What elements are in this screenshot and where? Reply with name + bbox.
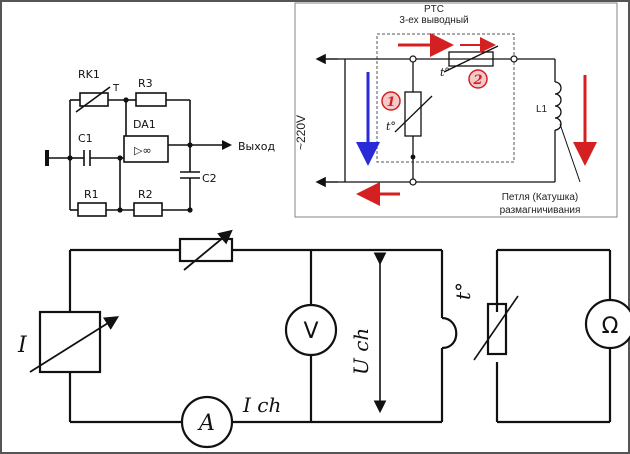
label-c1: C1 [78,132,93,145]
temp-label-2: t° [440,66,450,79]
label-r3: R3 [138,77,153,90]
badge-1 [381,91,401,111]
label-c2: C2 [202,172,217,185]
r3-resistor [135,92,167,107]
current-source [38,310,102,374]
ptc-enclosure [376,33,515,163]
ptc-panel [294,2,618,218]
label-r2: R2 [138,188,153,201]
ptc-element-2 [448,51,494,67]
thermistor [486,302,508,356]
source-label: I [17,333,28,358]
label-da1: DA1 [133,118,156,131]
voltage-label-uch: U ch [349,328,373,375]
current-label: I ch [242,393,281,417]
output-arrow [222,140,232,150]
ptc-element-1 [404,91,422,137]
r1-resistor [77,202,107,217]
label-t-mark: T [112,83,120,94]
opamp-symbol: ▷∞ [134,144,152,157]
da1-opamp [123,135,169,163]
coil-l1 [554,81,562,131]
ammeter [180,395,234,449]
r2-resistor [133,202,163,217]
ptc-subtitle: 3-ех выводный [399,15,468,26]
voltmeter-symbol: V [303,319,318,344]
temp-label-1: t° [386,120,396,133]
variable-resistor [178,237,234,263]
voltage-label: ~220V [294,115,308,150]
label-output: Выход [238,140,275,153]
ohmmeter [584,298,630,350]
voltmeter [284,303,338,357]
coil-label-l1: L1 [536,104,548,115]
svg-text:1: 1 [386,95,395,110]
svg-text:2: 2 [472,73,482,88]
temp-label: t° [451,282,475,300]
label-rk1: RK1 [78,68,100,81]
ptc-title: PTC [424,4,444,15]
coil-caption-1: Петля (Катушка) [502,192,579,203]
oscillator-circuit [45,86,222,217]
label-r1: R1 [84,188,99,201]
ammeter-symbol: A [197,411,215,436]
coil-caption-2: размагничивания [500,205,581,216]
badge-2 [468,69,488,89]
ohmmeter-symbol: Ω [602,314,619,339]
